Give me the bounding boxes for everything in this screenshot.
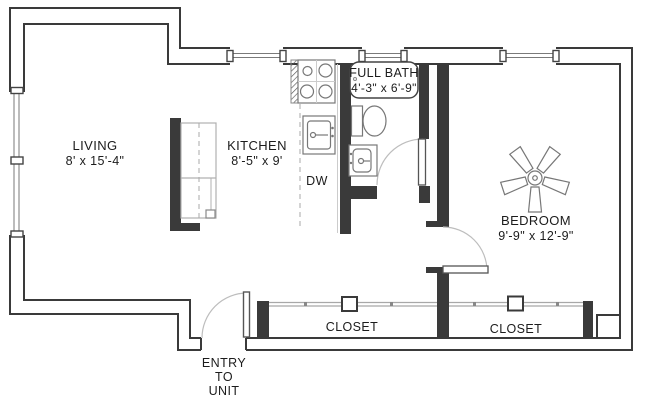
entry-door-swing-arc [201, 292, 248, 339]
utility-chase-box [596, 314, 621, 339]
closet-bedroom-label: CLOSET [490, 322, 542, 336]
kitchen-label: KITCHEN [227, 138, 287, 153]
bath-door-swing-arc [376, 138, 424, 186]
entry-label-line1: ENTRY [202, 356, 246, 370]
closet-door-handle [507, 295, 524, 312]
ceiling-fan-icon [499, 145, 571, 213]
entry-label-line2: TO [215, 370, 233, 384]
window-top-living [226, 46, 287, 66]
toilet-icon [350, 105, 387, 137]
closet-door-handle [341, 296, 358, 312]
bath-sink-icon [348, 144, 378, 177]
kitchen-sink-icon [302, 115, 336, 155]
entry-door-leaf [242, 291, 251, 338]
entry-door [200, 291, 251, 353]
stove-icon [290, 59, 336, 104]
living-room-dimensions: 8' x 15'-4" [66, 154, 125, 168]
entry-label-line3: UNIT [209, 384, 240, 398]
bedroom-dimensions: 9'-9" x 12'-9" [498, 229, 574, 243]
closet-hall-label: CLOSET [326, 320, 378, 334]
kitchen-peninsula [180, 122, 217, 219]
interior-walls [170, 64, 593, 338]
dishwasher-label: DW [306, 174, 328, 188]
window-living-left [8, 86, 26, 238]
window-top-bath [358, 46, 408, 66]
kitchen-dimensions: 8'-5" x 9' [231, 154, 282, 168]
bedroom-door-swing-arc [442, 226, 488, 272]
bath-door [376, 138, 427, 186]
kitchen-counter [299, 64, 338, 233]
closet-track-bedroom [449, 295, 583, 312]
window-top-bedroom [499, 46, 560, 66]
bedroom-label: BEDROOM [501, 213, 571, 228]
full-bath-label: FULL BATH [349, 66, 419, 80]
bedroom-door [442, 226, 489, 274]
full-bath-dimensions: 4'-3" x 6'-9" [351, 81, 417, 95]
closet-track-hall [269, 296, 437, 312]
bedroom-door-leaf [442, 265, 489, 274]
bath-door-leaf [417, 138, 427, 186]
living-room-label: LIVING [72, 138, 117, 153]
bath-label-box [349, 61, 419, 99]
